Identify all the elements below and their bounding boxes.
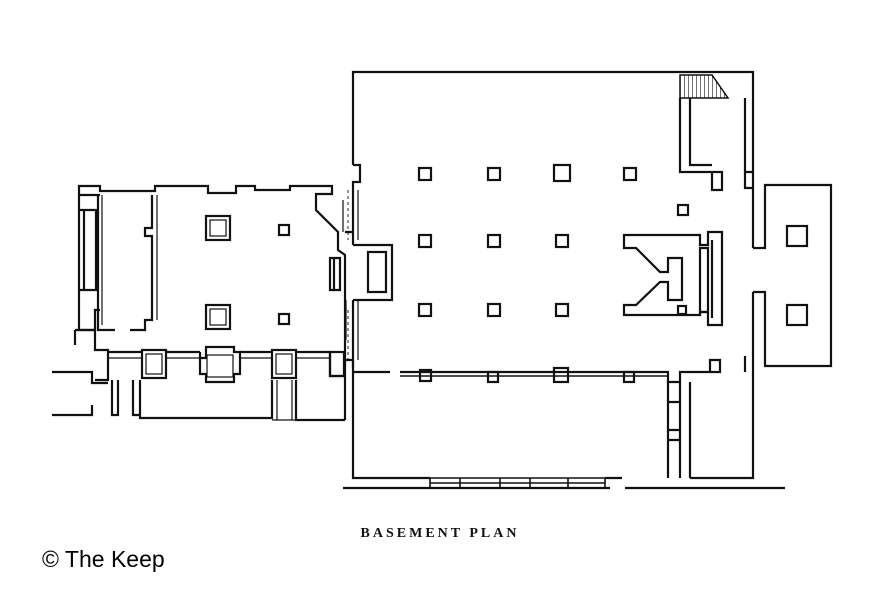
pillar	[676, 203, 690, 217]
pillar-inner	[209, 308, 227, 326]
pillar	[486, 370, 500, 384]
west-outer-lines	[52, 370, 108, 417]
pier-inner	[145, 353, 163, 375]
connector-jambs	[342, 190, 359, 360]
west-partition-1b	[101, 195, 158, 325]
copyright-credit: © The Keep	[42, 546, 165, 572]
pillar	[417, 233, 433, 249]
east-annex	[753, 183, 833, 368]
east-annex-wall	[753, 183, 833, 368]
pillar	[204, 303, 232, 331]
annex-pillar	[785, 224, 809, 248]
pillar	[622, 166, 638, 182]
pier-inner	[275, 353, 293, 375]
pier-cross	[198, 345, 242, 384]
pillar	[418, 368, 433, 383]
pillar	[676, 304, 688, 316]
stairs	[679, 74, 730, 99]
pillar	[417, 166, 433, 182]
west-window	[79, 208, 98, 292]
west-door-niche	[353, 243, 394, 302]
pillar	[554, 302, 570, 318]
pillar	[486, 233, 502, 249]
west-pier-row-wall	[108, 350, 345, 378]
west-block-north-wall	[77, 184, 347, 360]
main-hall-outer-wall	[351, 70, 755, 480]
west-block-window	[328, 256, 342, 292]
west-south-rooms	[110, 380, 345, 422]
pillar	[554, 233, 570, 249]
east-recess	[622, 230, 724, 327]
dividing-wall	[353, 358, 722, 384]
annex-pillar	[785, 303, 809, 327]
main-hall-west-wall	[351, 163, 362, 368]
west-block	[52, 184, 359, 422]
main-hall-pillars	[417, 163, 690, 384]
west-south-rooms-2	[272, 380, 296, 421]
pier	[328, 350, 346, 378]
pillar	[204, 214, 232, 242]
pillar	[486, 302, 502, 318]
pillar	[277, 312, 291, 326]
pillar-inner	[209, 219, 227, 237]
plan-title: BASEMENT PLAN	[360, 526, 520, 541]
pier	[270, 348, 298, 380]
stair-treads	[679, 74, 730, 99]
pillar	[622, 370, 636, 384]
pier-inner	[206, 354, 234, 378]
pillar	[417, 302, 433, 318]
pillar	[552, 163, 572, 183]
south-windows	[429, 477, 606, 488]
stair-enclosure	[678, 98, 753, 192]
west-partition-1	[96, 195, 154, 332]
pier	[140, 348, 168, 380]
pillar	[552, 366, 570, 384]
south-partition	[666, 382, 692, 478]
west-lower-corridor	[73, 328, 110, 382]
main-hall	[343, 70, 785, 490]
west-block-pillars	[140, 214, 346, 384]
pillar	[486, 166, 502, 182]
east-door-jamb	[743, 172, 753, 372]
pillar	[277, 223, 291, 237]
east-recess-inner	[698, 240, 714, 318]
